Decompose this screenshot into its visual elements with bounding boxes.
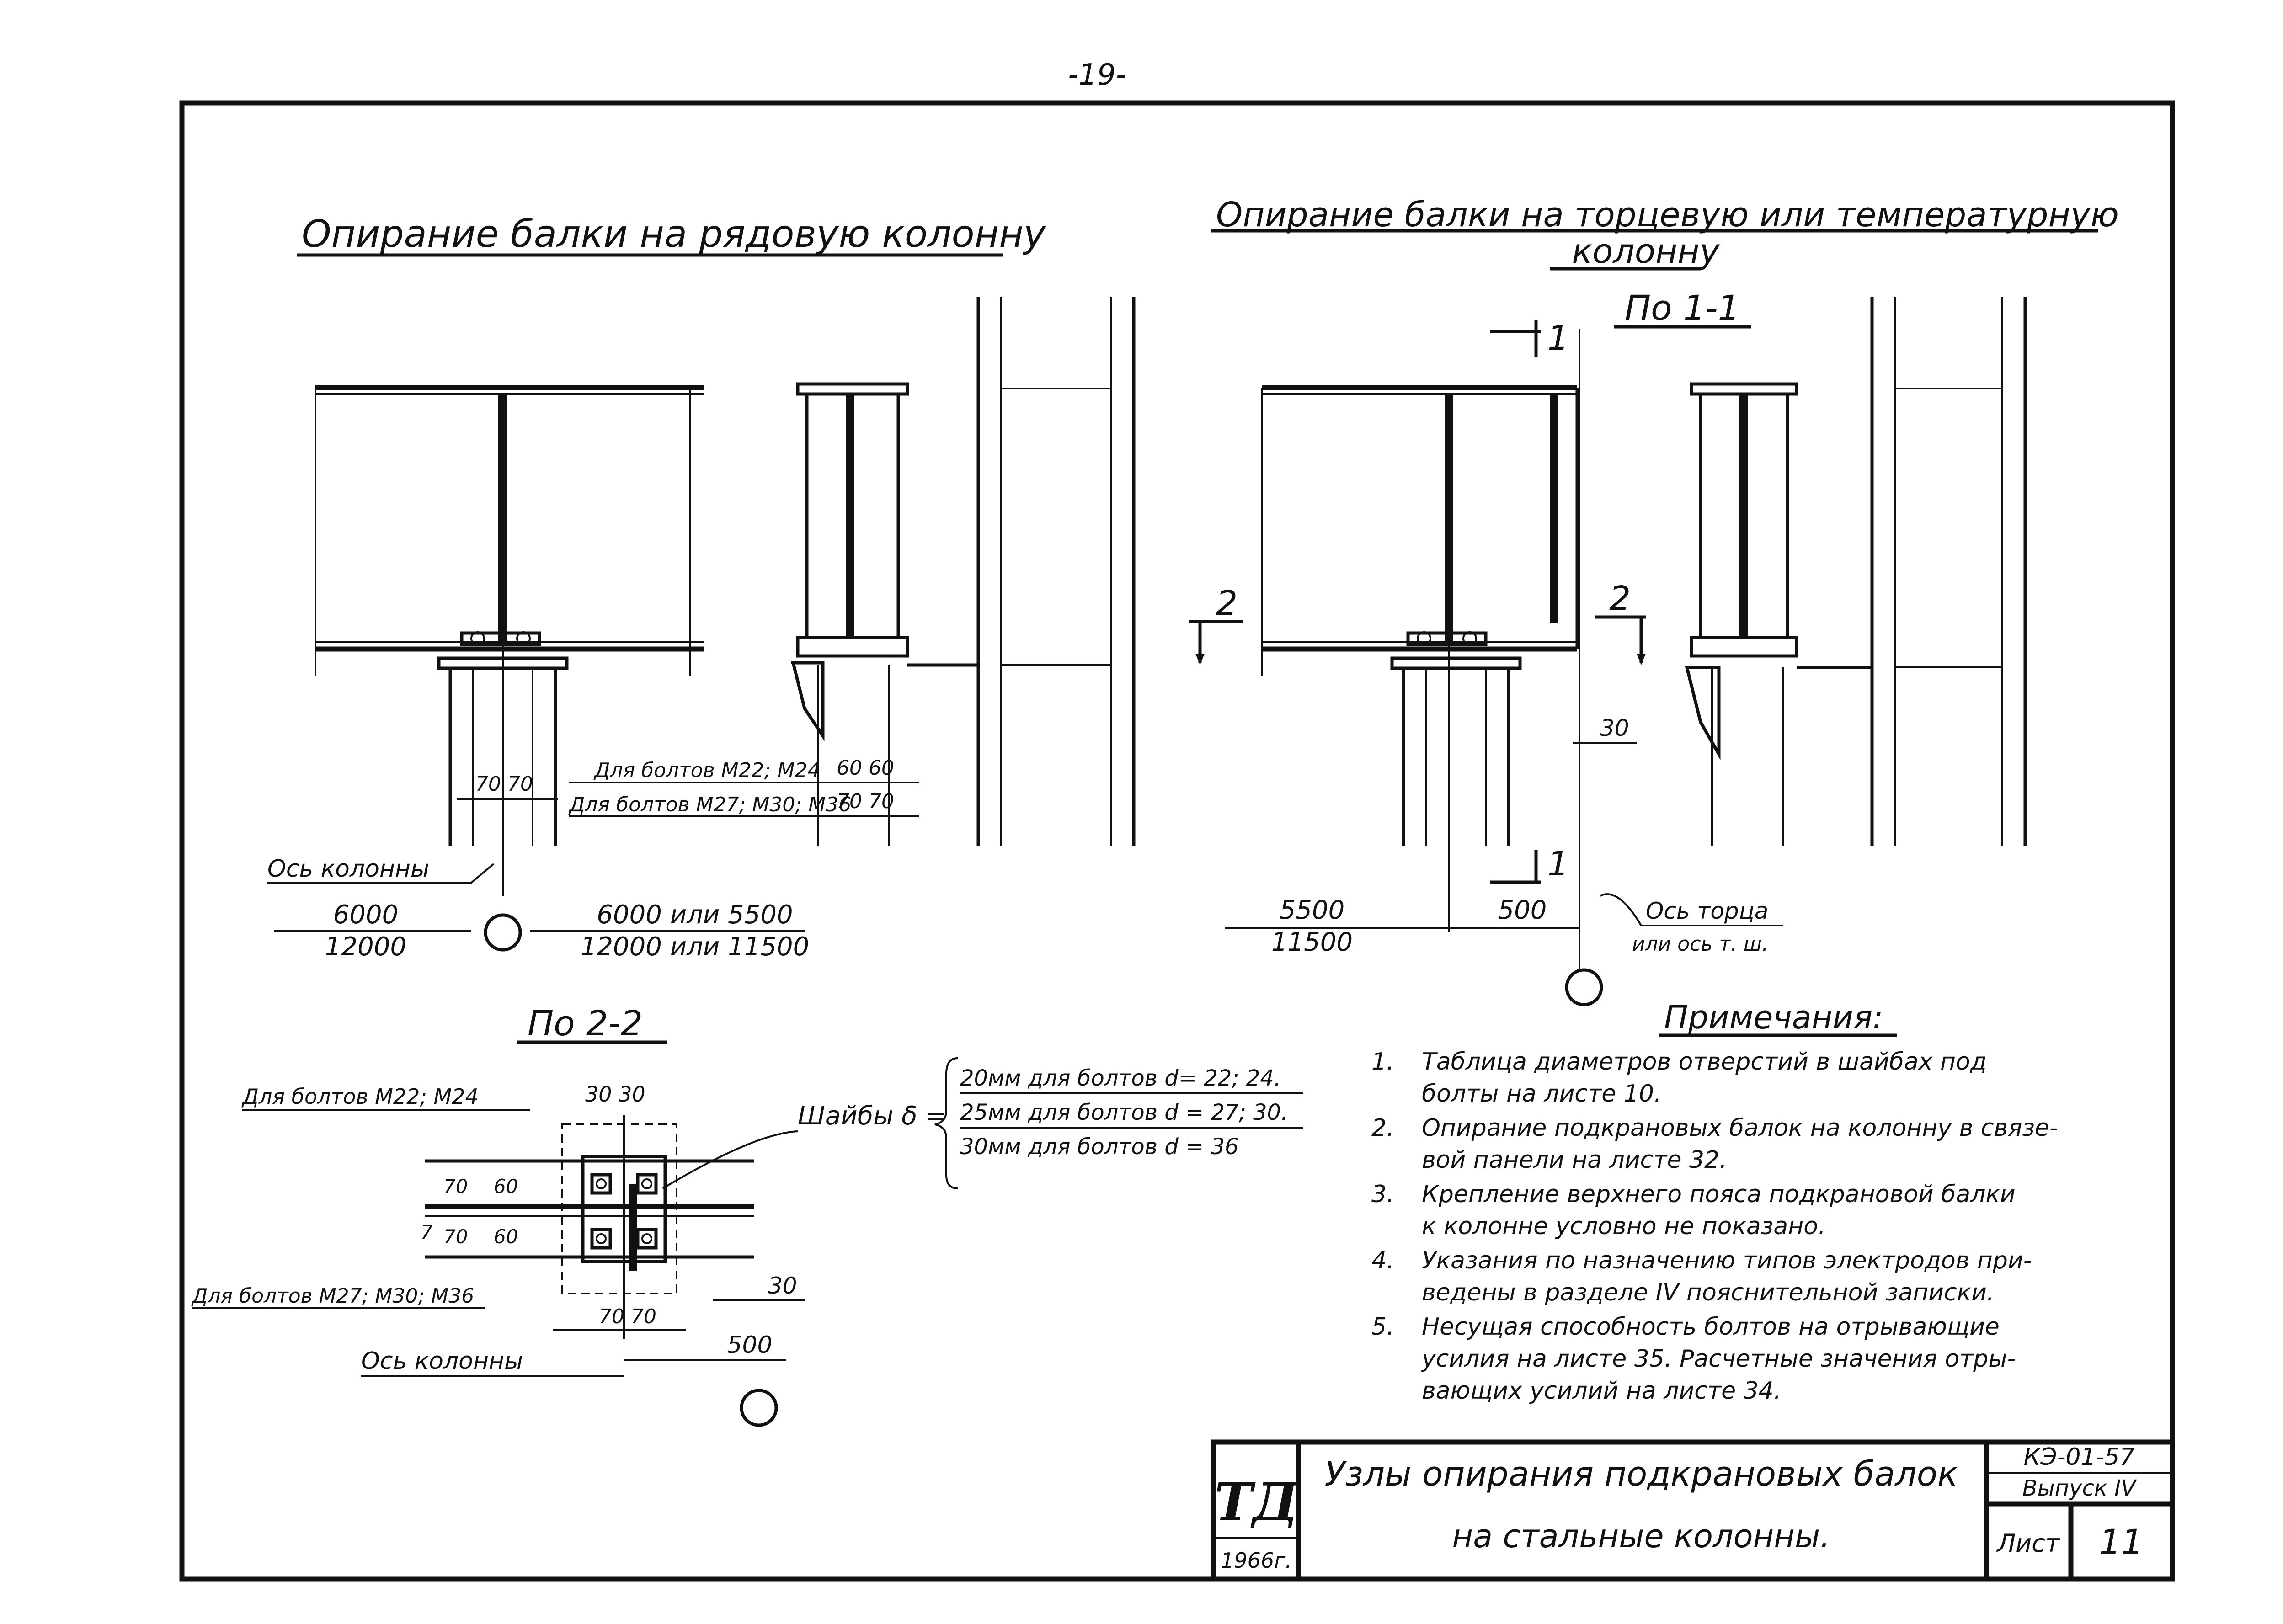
right-elevation [1261,329,1580,969]
title-block-sheet-label: Лист [1996,1529,2060,1558]
right-span-top: 5500 [1280,895,1345,925]
plan-axis-label: Ось колонны [361,1347,523,1375]
section-marker-1-bottom: 1 [1490,844,1569,884]
left-span-a-top: 6000 [333,900,399,930]
title-block-logo: ТД [1215,1472,1299,1532]
plan-dim-30-30: 30 30 [585,1082,645,1107]
page-number: -19- [1068,58,1126,92]
note-2-line2: вой панели на листе 32. [1422,1146,1727,1174]
note-1-line2: болты на листе 10. [1422,1080,1662,1108]
svg-text:1: 1 [1547,844,1569,884]
plan-bolts-m22-m24: Для болтов М22; М24 [241,1084,479,1109]
notes-heading: Примечания: [1664,999,1883,1036]
right-axis-bubble [1565,968,1603,1006]
washers-line2: 25мм для болтов d = 27; 30. [960,1100,1288,1125]
right-dim-500: 500 [1498,895,1547,925]
svg-text:2: 2 [1216,584,1238,623]
right-axis-line2: или ось т. ш. [1632,932,1768,956]
title-block-line1: Узлы опирания подкрановых балок [1324,1454,1958,1494]
note-5-line3: вающих усилий на листе 34. [1422,1377,1781,1405]
title-block-sheet-number: 11 [2099,1522,2144,1562]
section-marker-2-right: 2 [1595,579,1646,665]
plan-dim-30: 30 [768,1273,797,1299]
note-4-line2: ведены в разделе IV пояснительной записк… [1422,1279,1994,1306]
note-1-line1: Таблица диаметров отверстий в шайбах под [1422,1048,1987,1076]
left-dim-70-70-b: 70 70 [837,790,894,813]
right-cross-section [1685,297,2027,846]
plan-dim-70-70: 70 70 [599,1305,656,1328]
note-3-line1: Крепление верхнего пояса подкрановой бал… [1422,1181,2016,1208]
left-cross-section [791,297,1136,846]
title-right-line2: колонну [1572,232,1720,271]
left-dim-60-60: 60 60 [837,756,894,780]
svg-text:2: 2 [1609,579,1631,618]
title-block-line2: на стальные колонны. [1452,1518,1830,1555]
note-4-line1: Указания по назначению типов электродов … [1422,1247,2032,1274]
left-span-b-top: 6000 или 5500 [597,900,793,930]
plan-dim-500: 500 [727,1331,772,1359]
left-elevation [315,385,704,896]
svg-text:1: 1 [1547,319,1569,358]
washers-label: Шайбы δ = [798,1101,947,1131]
left-axis-leader [267,863,495,884]
washers-line1: 20мм для болтов d= 22; 24. [960,1065,1281,1091]
right-axis-line1: Ось торца [1646,898,1768,924]
right-dim-30: 30 [1600,715,1629,741]
note-3-num: 3. [1371,1181,1394,1208]
section-marker-2-left: 2 [1189,584,1243,665]
left-axis-bubble [484,913,522,952]
title-left: Опирание балки на рядовую колонну [302,213,1046,256]
washers-line3: 30мм для болтов d = 36 [960,1134,1239,1160]
left-axis-label: Ось колонны [267,855,429,883]
title-right-line1: Опирание балки на торцевую или температу… [1216,195,2119,234]
section-2-2-title: По 2-2 [528,1003,643,1044]
left-dim-70-70: 70 70 [475,772,533,796]
plan-view [425,1115,754,1339]
section-marker-1-top: 1 [1490,319,1569,358]
plan-bolts-m27-m36: Для болтов М27; М30; М36 [191,1284,474,1308]
plan-dim-70a: 70 [443,1175,468,1198]
plan-dim-70b: 70 [443,1225,468,1248]
note-5-num: 5. [1371,1313,1394,1341]
plan-dim-60a: 60 [494,1175,518,1198]
sheet-frame [179,100,2175,1582]
right-span-bot: 11500 [1271,927,1353,957]
note-1-num: 1. [1371,1048,1394,1076]
plan-dim-60b: 60 [494,1225,518,1248]
left-span-b-bot: 12000 или 11500 [581,932,809,962]
left-bolts-m22-m24: Для болтов М22; М24 [593,759,820,782]
plan-dim-7: 7 [421,1221,433,1243]
section-1-1-title: По 1-1 [1625,288,1740,328]
washers-brace [934,1057,958,1189]
washers-leader [662,1130,798,1189]
right-axis-leader [1600,893,1642,926]
left-span-a-bot: 12000 [325,932,406,962]
notes-list: 1. Таблица диаметров отверстий в шайбах … [1371,1048,2058,1405]
title-block-issue: Выпуск IV [2022,1475,2137,1501]
note-3-line2: к колонне условно не показано. [1422,1213,1826,1240]
left-bolts-m27-m36: Для болтов М27; М30; М36 [568,793,851,816]
note-2-line1: Опирание подкрановых балок на колонну в … [1422,1114,2058,1142]
note-4-num: 4. [1371,1247,1394,1274]
title-block-year: 1966г. [1221,1548,1292,1573]
plan-axis-bubble [740,1389,778,1427]
note-5-line1: Несущая способность болтов на отрывающие [1422,1313,2000,1341]
note-5-line2: усилия на листе 35. Расчетные значения о… [1421,1345,2016,1373]
title-block [1211,1439,2175,1582]
title-block-doc-code: КЭ-01-57 [2023,1443,2134,1471]
note-2-num: 2. [1371,1114,1394,1142]
